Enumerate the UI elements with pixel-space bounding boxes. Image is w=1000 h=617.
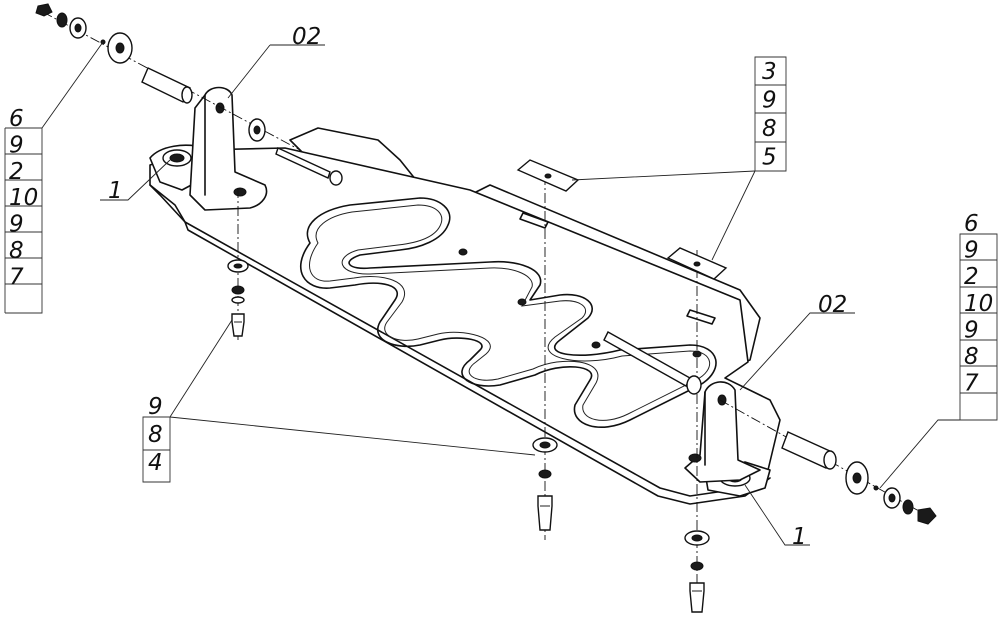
bottom-left-stack-label: 8 [148, 422, 163, 448]
left-stack-label: 8 [9, 238, 24, 264]
callout-plate-right: 1 [792, 524, 807, 550]
top-right-stack-label: 9 [762, 88, 777, 114]
top-right-stack-label: 8 [762, 116, 777, 142]
left-stack-label: 9 [9, 132, 24, 158]
left-stack-label: 2 [9, 159, 24, 185]
bottom-left-stack-label: 9 [148, 394, 163, 420]
right-stack-label: 6 [964, 211, 979, 237]
fastener-stack-top-left [35, 3, 343, 186]
bolt-stack-right [684, 530, 710, 613]
right-stack-label: 9 [964, 317, 979, 343]
callout-stack-top-right: 3 98 5 [754, 56, 787, 172]
bolt-stack-left [227, 259, 249, 337]
bracket-right [684, 381, 761, 483]
bottom-left-stack-label: 4 [148, 450, 163, 476]
left-stack-label: 6 [9, 106, 24, 132]
top-right-stack-label: 3 [762, 59, 777, 85]
bolt-stack-center [532, 437, 558, 531]
right-stack-label: 8 [964, 344, 979, 370]
callout-bracket-right: 02 [818, 292, 847, 318]
right-stack-label: 10 [964, 291, 993, 317]
right-stack-label: 9 [964, 238, 979, 264]
callout-plate-left: 1 [108, 178, 123, 204]
fastener-stack-bottom-right [603, 331, 937, 525]
callout-stack-bottom-left: 984 [142, 394, 171, 483]
top-right-stack-label: 5 [762, 145, 777, 171]
right-stack-label: 7 [964, 371, 979, 397]
right-stack-label: 2 [964, 264, 979, 290]
left-stack-label: 10 [9, 185, 38, 211]
bracket-left [189, 86, 268, 211]
callout-bracket-top: 02 [292, 24, 321, 50]
left-stack-label: 9 [9, 212, 24, 238]
clip-nuts [516, 159, 728, 280]
left-stack-label: 7 [9, 264, 24, 290]
